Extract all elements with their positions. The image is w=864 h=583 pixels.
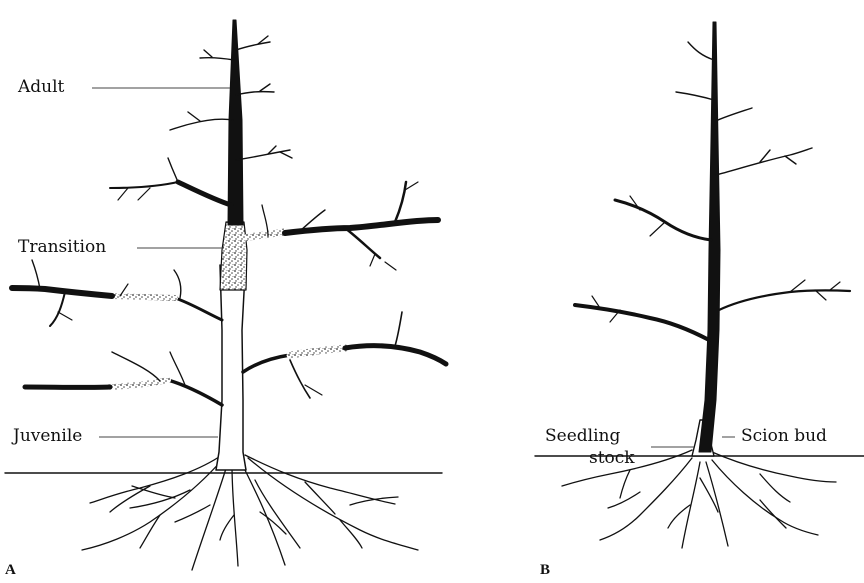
scion-branches-b bbox=[676, 42, 812, 175]
label-leaders-b bbox=[651, 437, 735, 447]
trunk-transition-a bbox=[220, 222, 247, 290]
panel-letter-a: A bbox=[5, 562, 16, 579]
juvenile-branch-right-a bbox=[243, 355, 290, 372]
tree-a bbox=[5, 20, 446, 570]
trunk-adult-a bbox=[228, 20, 243, 225]
label-juvenile: Juvenile bbox=[13, 428, 82, 445]
label-seedling: Seedling bbox=[545, 428, 620, 445]
juvenile-branch-left-a bbox=[168, 380, 222, 405]
transition-branch-left-a bbox=[175, 298, 222, 320]
scion-branch-left-lower-b bbox=[575, 305, 709, 340]
tree-b bbox=[535, 22, 864, 548]
adult-branch-left-a bbox=[178, 182, 231, 205]
roots-a bbox=[82, 455, 418, 570]
panel-letter-b: B bbox=[540, 562, 550, 579]
label-adult: Adult bbox=[18, 79, 64, 96]
transition-branch-right-a bbox=[244, 232, 285, 238]
label-transition: Transition bbox=[18, 239, 106, 256]
scion-branch-right-b bbox=[719, 290, 850, 310]
label-stock: stock bbox=[589, 450, 635, 467]
scion-branch-left-upper-b bbox=[615, 200, 711, 240]
label-scion-bud: Scion bud bbox=[741, 428, 827, 445]
